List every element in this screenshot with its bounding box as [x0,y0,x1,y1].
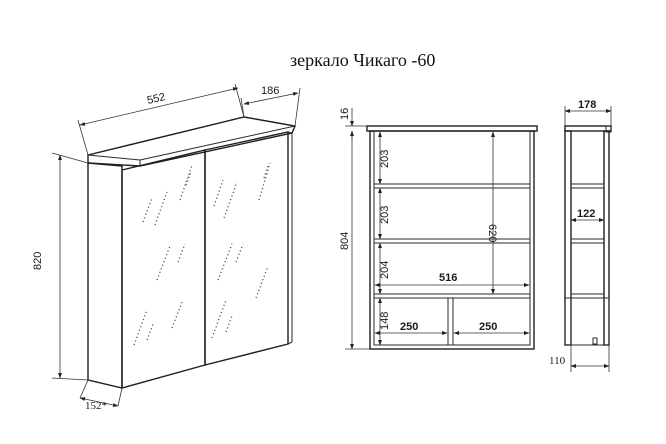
front-inner-frame [373,130,531,346]
front-shelf-2 [373,238,531,244]
side-shelf-1 [570,183,605,189]
front-top-gap-label: 16 [339,108,351,120]
front-right-compartment-label: 250 [479,321,497,333]
side-depth-label: 178 [578,99,596,111]
drawing-title: зеркало Чикаго -60 [290,50,435,70]
iso-depth-ext [294,87,301,127]
iso-depth-dimension-line [243,92,299,105]
iso-door-ext-left [79,379,89,399]
iso-depth-ext-left [240,97,245,118]
front-shelf-1-label: 203 [379,150,391,168]
iso-width-ext-left [77,119,89,156]
iso-top-long-edge [139,125,296,161]
front-top-board [366,125,538,132]
iso-depth-label: 186 [261,85,279,97]
front-shelf-3 [373,293,531,299]
iso-top-edge [87,154,141,161]
iso-door-depth-label: 152* [85,400,107,412]
front-bottom-section-label: 148 [379,312,391,330]
iso-height-ext-top [51,152,89,164]
iso-right-edge [287,131,293,134]
side-shelf-depth-label: 122 [577,208,595,220]
side-view: 178 122 110 [549,99,612,372]
iso-width-ext-right [234,83,245,118]
front-body [369,130,535,350]
isometric-view: 552 186 820 152* [32,83,301,412]
side-hinge [605,125,612,133]
iso-door-ext-right [117,387,123,407]
front-left-compartment-label: 250 [400,321,418,333]
side-top-board [564,125,612,132]
side-shelf-2 [570,238,605,244]
front-inner-height-label: 620 [486,224,498,242]
iso-body-side [87,162,123,389]
iso-door-depth-dimension-line [79,397,119,407]
iso-height-label: 820 [32,252,44,270]
side-shelf-3 [570,293,605,299]
iso-top-slab [87,116,296,167]
side-bottom-depth-label: 110 [549,355,566,367]
iso-height-ext-bottom [51,377,89,381]
front-shelf-1 [373,183,531,189]
front-total-height-label: 804 [339,232,351,250]
iso-left-door-reflections [133,164,193,346]
iso-width-label: 552 [146,91,167,107]
iso-bottom-corner [287,341,293,345]
front-inner-width-label: 516 [439,272,457,284]
iso-width-dimension-line [79,87,239,126]
side-back-panel [564,130,572,346]
side-handle [592,337,598,345]
side-door-panel [603,130,610,346]
front-shelf-3-label: 204 [379,261,391,279]
iso-right-door-reflections [211,162,271,339]
iso-right-door [204,131,289,366]
front-shelf-2-label: 203 [379,206,391,224]
iso-left-door [121,149,206,389]
front-view: 16 804 203 203 204 148 620 516 250 250 [339,108,538,350]
side-lower-box [564,297,610,346]
